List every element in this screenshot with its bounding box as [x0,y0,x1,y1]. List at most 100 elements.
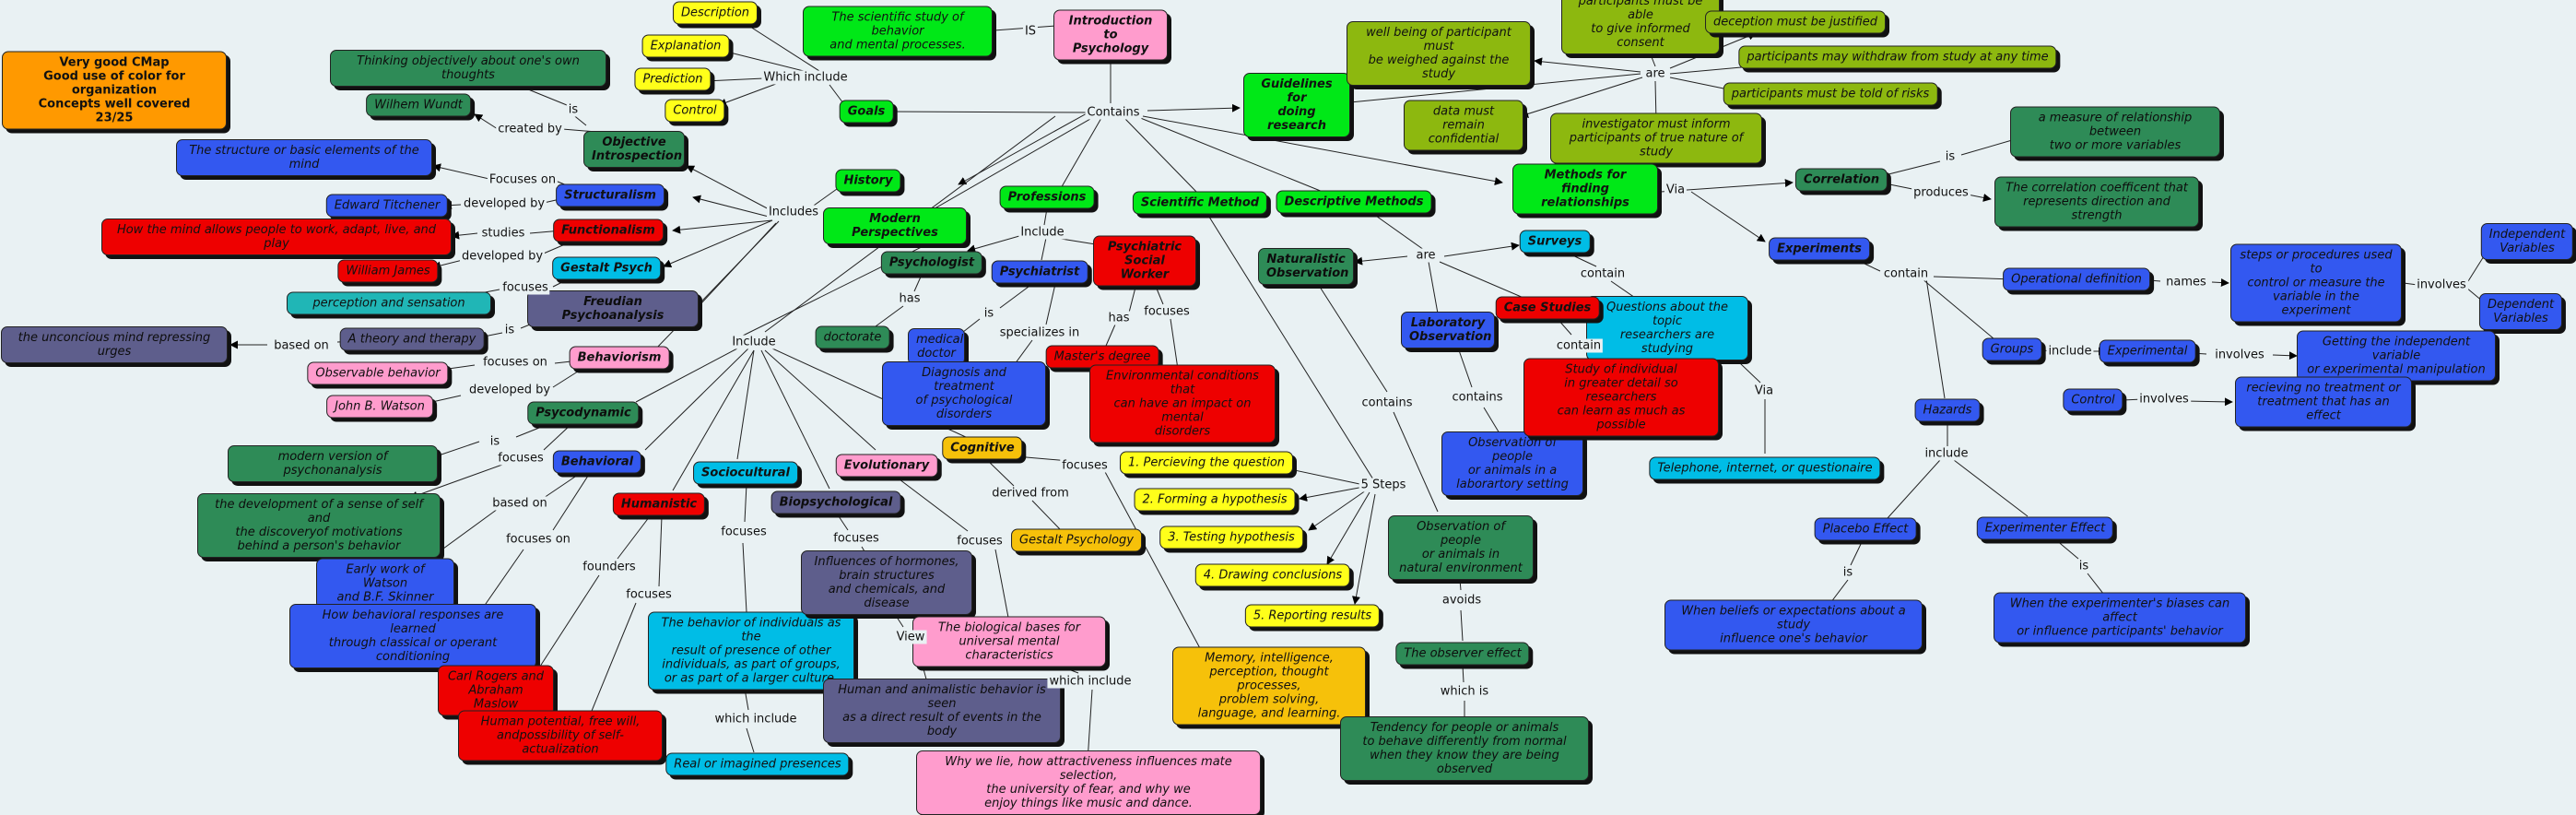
concept-observer-effect[interactable]: The observer effect [1395,642,1530,666]
concept-sociocultural-definition[interactable]: The behavior of individuals as the resul… [648,611,854,691]
concept-correlation[interactable]: Correlation [1794,168,1888,192]
concept-operational-definition[interactable]: Operational definition [2003,267,2150,291]
concept-experimenter-effect[interactable]: Experimenter Effect [1976,516,2114,540]
concept-evolutionary[interactable]: Evolutionary [835,454,938,478]
concept-psychologist[interactable]: Psychologist [880,251,983,275]
concept-sense-of-self[interactable]: the development of a sense of self and t… [197,493,441,558]
concept-prediction[interactable]: Prediction [634,67,712,91]
concept-psychiatrist[interactable]: Psychiatrist [991,260,1088,284]
concept-theory-therapy[interactable]: A theory and therapy [339,327,485,351]
concept-modern-psychoanalysis[interactable]: modern version of psychonanalysis [228,445,438,482]
concept-guideline-consent[interactable]: participants must be able to give inform… [1561,0,1720,54]
concept-guideline-withdraw[interactable]: participants may withdraw from study at … [1738,45,2057,69]
concept-edward-titchener[interactable]: Edward Titchener [325,194,449,218]
concept-control-group[interactable]: Control [2063,388,2123,412]
concept-wilhem-wundt[interactable]: Wilhem Wundt [366,93,471,117]
concept-control-goal[interactable]: Control [665,99,725,123]
concept-introduction-to-psychology[interactable]: Introduction to Psychology [1053,9,1168,61]
concept-mind-work-adapt[interactable]: How the mind allows people to work, adap… [101,219,452,255]
concept-step-5[interactable]: 5. Reporting results [1244,604,1381,628]
concept-naturalistic-observation[interactable]: Naturalistic Observation [1258,248,1354,285]
concept-human-potential[interactable]: Human potential, free will, andpossibili… [458,710,663,762]
concept-history[interactable]: History [835,169,901,193]
concept-guideline-risks[interactable]: participants must be told of risks [1723,82,1938,106]
concept-descriptive-methods[interactable]: Descriptive Methods [1276,190,1432,214]
concept-placebo-effect[interactable]: Placebo Effect [1814,517,1917,541]
concept-medical-doctor[interactable]: medical doctor [908,328,965,365]
concept-independent-variables[interactable]: Independent Variables [2480,223,2574,260]
concept-correlation-coefficient[interactable]: The correlation coefficent that represen… [1994,176,2199,228]
concept-freudian-psychoanalysis[interactable]: Freudian Psychoanalysis [527,290,699,327]
concept-memory-intelligence[interactable]: Memory, intelligence, perception, though… [1172,646,1366,726]
concept-doctorate[interactable]: doctorate [815,325,890,349]
concept-case-studies[interactable]: Case Studies [1495,296,1600,320]
concept-functionalism[interactable]: Functionalism [553,219,664,242]
concept-why-we-lie[interactable]: Why we lie, how attractiveness influence… [916,750,1261,815]
concept-humanistic[interactable]: Humanistic [612,492,706,516]
concept-step-2[interactable]: 2. Forming a hypothesis [1134,488,1296,512]
concept-structuralism[interactable]: Structuralism [556,183,665,207]
concept-laboratory-observation[interactable]: Laboratory Observation [1401,312,1495,348]
concept-step-4[interactable]: 4. Drawing conclusions [1194,563,1351,587]
concept-explanation[interactable]: Explanation [641,34,730,58]
concept-dependent-variables[interactable]: Dependent Variables [2478,293,2563,330]
concept-perception-sensation[interactable]: perception and sensation [287,291,491,315]
concept-description[interactable]: Description [672,1,759,25]
concept-guideline-wellbeing[interactable]: well being of participant must be weighe… [1347,21,1531,86]
concept-surveys[interactable]: Surveys [1519,230,1591,254]
concept-experiments[interactable]: Experiments [1769,237,1870,261]
concept-modern-perspectives[interactable]: Modern Perspectives [823,207,967,244]
concept-psycodynamic[interactable]: Psycodynamic [527,401,640,425]
concept-placebo-definition[interactable]: When beliefs or expectations about a stu… [1664,599,1923,651]
concept-independent-manipulation[interactable]: Getting the independent variable or expe… [2297,330,2496,382]
concept-behavioral[interactable]: Behavioral [552,450,642,474]
concept-professions[interactable]: Professions [999,185,1095,209]
concept-gestalt-psychology[interactable]: Gestalt Psychology [1011,528,1142,552]
concept-john-watson[interactable]: John B. Watson [326,395,433,419]
concept-classical-operant[interactable]: How behavioral responses are learned thr… [289,604,536,668]
concept-gestalt-psych[interactable]: Gestalt Psych [552,256,661,280]
concept-observable-behavior[interactable]: Observable behavior [307,361,449,385]
concept-correlation-definition[interactable]: a measure of relationship between two or… [2010,106,2220,158]
concept-no-treatment[interactable]: recieving no treatment or treatment that… [2235,376,2412,428]
concept-watson-skinner[interactable]: Early work of Watson and B.F. Skinner [316,558,454,609]
concept-sociocultural[interactable]: Sociocultural [693,461,798,485]
concept-hormones-brain[interactable]: Influences of hormones, brain structures… [801,550,972,615]
concept-environmental-conditions[interactable]: Environmental conditions that can have a… [1089,364,1276,443]
concept-scientific-method[interactable]: Scientific Method [1132,191,1268,215]
concept-guideline-inform[interactable]: investigator must inform participants of… [1550,112,1762,164]
concept-structure-of-mind[interactable]: The structure or basic elements of the m… [176,139,432,176]
concept-step-3[interactable]: 3. Testing hypothesis [1159,526,1303,549]
concept-step-1[interactable]: 1. Percieving the question [1119,451,1294,475]
concept-survey-methods[interactable]: Telephone, internet, or questionaire [1649,456,1881,480]
concept-body-events[interactable]: Human and animalistic behavior is seen a… [823,679,1061,743]
concept-diagnosis-treatment[interactable]: Diagnosis and treatment of psychological… [882,361,1046,426]
concept-observer-tendency[interactable]: Tendency for people or animals to behave… [1340,716,1589,781]
concept-real-imagined-presences[interactable]: Real or imagined presences [665,752,850,776]
concept-goals[interactable]: Goals [839,100,894,124]
concept-guideline-confidential[interactable]: data must remain confidential [1404,100,1523,151]
concept-natural-environment[interactable]: Observation of people or animals in natu… [1388,515,1534,580]
concept-unconscious-mind[interactable]: the unconcious mind repressing urges [1,326,228,363]
concept-groups[interactable]: Groups [1982,337,2042,361]
concept-behaviorism[interactable]: Behaviorism [569,346,670,370]
concept-biopsychological[interactable]: Biopsychological [770,490,901,514]
concept-psychiatric-social-worker[interactable]: Psychiatric Social Worker [1093,235,1196,287]
concept-laboratory-setting[interactable]: Observation of people or animals in a la… [1441,431,1583,496]
concept-hazards[interactable]: Hazards [1914,398,1981,422]
concept-case-study-definition[interactable]: Study of individual in greater detail so… [1523,358,1719,437]
concept-experimental-group[interactable]: Experimental [2099,339,2196,363]
concept-guideline-deception[interactable]: deception must be justified [1705,10,1886,34]
concept-methods-relationships[interactable]: Methods for finding relationships [1512,163,1658,215]
concept-cognitive[interactable]: Cognitive [942,436,1023,460]
concept-guidelines[interactable]: Guidelines for doing research [1243,73,1350,137]
concept-thinking-objectively[interactable]: Thinking objectively about one's own tho… [330,50,606,87]
concept-steps-procedures[interactable]: steps or procedures used to control or m… [2230,243,2402,323]
concept-objective-introspection[interactable]: Objective Introspection [583,131,685,168]
concept-rogers-maslow[interactable]: Carl Rogers and Abraham Maslow [438,665,554,716]
concept-survey-questions[interactable]: Questions about the topic researchers ar… [1586,296,1748,360]
concept-william-james[interactable]: William James [337,259,439,283]
concept-definition[interactable]: The scientific study of behavior and men… [803,6,993,57]
concept-experimenter-definition[interactable]: When the experimenter's biases can affec… [1994,592,2246,644]
concept-biological-bases[interactable]: The biological bases for universal menta… [912,616,1106,667]
